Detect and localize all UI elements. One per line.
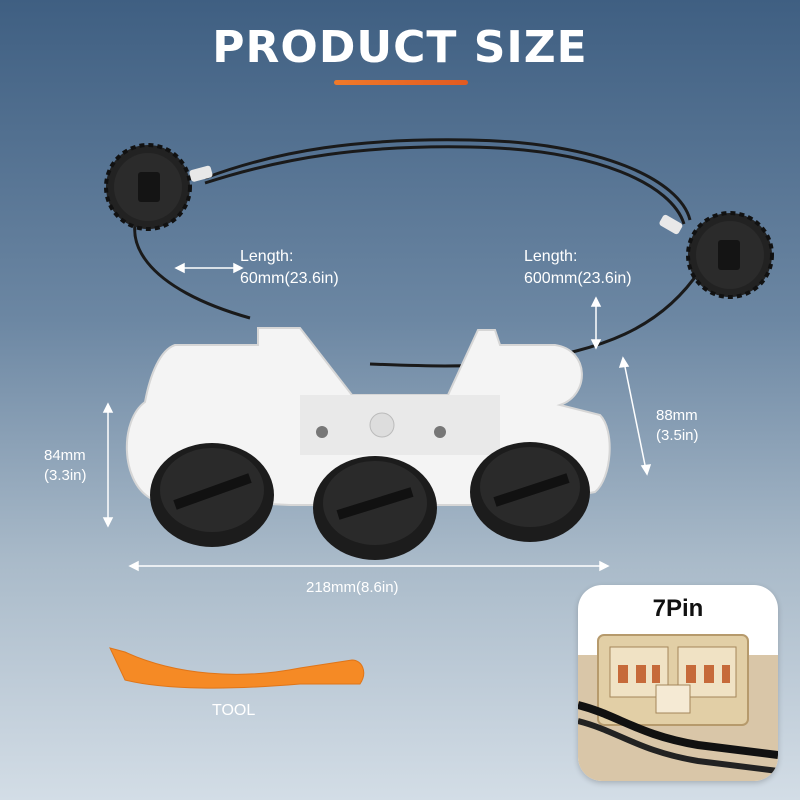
height-mm: 84mm: [44, 447, 86, 464]
knob-left: [150, 443, 274, 547]
cable-left-value: 60mm(23.6in): [240, 270, 339, 287]
height-dimension: 84mm (3.3in): [44, 446, 87, 486]
connector-label: 7Pin: [652, 595, 704, 622]
connector-inset: 7Pin: [578, 585, 778, 781]
depth-dimension: 88mm (3.5in): [656, 406, 699, 446]
page-title: PRODUCT SIZE: [212, 22, 588, 73]
cable-left-heading: Length:: [240, 248, 294, 265]
cable-connector-gear-icon-left: [104, 143, 213, 231]
width-dimension: 218mm(8.6in): [306, 579, 399, 596]
cable-right-heading: Length:: [524, 248, 578, 265]
cable-connector-gear-icon-right: [659, 211, 774, 299]
depth-mm: 88mm: [656, 407, 698, 424]
tool-pry-icon: [109, 647, 365, 689]
depth-in: (3.5in): [656, 427, 699, 444]
cable-right-length: Length: 600mm(23.6in): [524, 246, 632, 290]
knob-right: [470, 442, 590, 542]
dimension-arrow-icon: [102, 262, 652, 572]
title-underline: [334, 80, 468, 85]
height-in: (3.3in): [44, 467, 87, 484]
tool-label: TOOL: [212, 702, 256, 719]
cable-left-length: Length: 60mm(23.6in): [240, 246, 339, 290]
cable-right-value: 600mm(23.6in): [524, 270, 632, 287]
connector-photo: [578, 634, 778, 781]
knob-center: [313, 456, 437, 560]
